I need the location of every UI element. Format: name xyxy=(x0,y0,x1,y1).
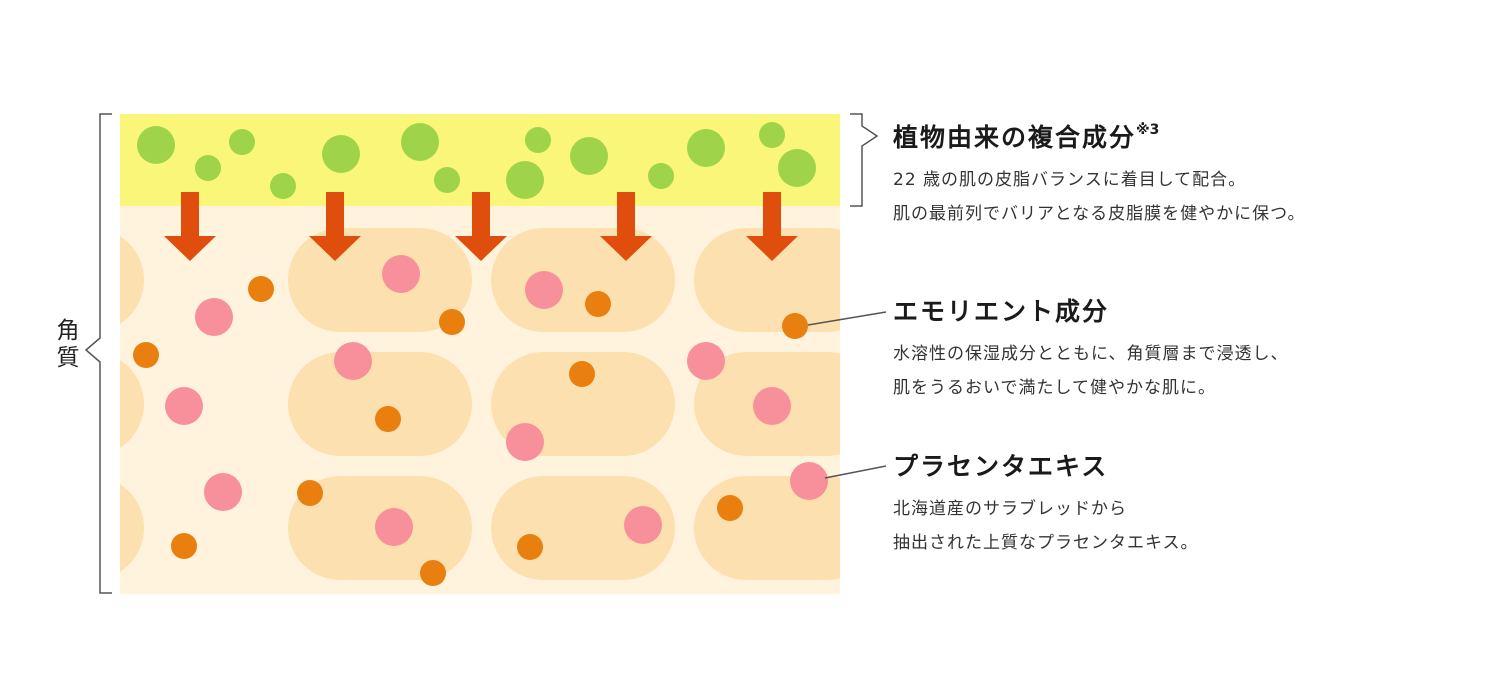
placenta-section: プラセンタエキス 北海道産のサラブレッドから抽出された上質なプラセンタエキス。 xyxy=(893,452,1199,560)
pink-dot-group xyxy=(165,255,828,546)
orange-dot xyxy=(171,533,197,559)
pink-dot xyxy=(506,423,544,461)
orange-dot xyxy=(717,495,743,521)
green-dot xyxy=(434,167,460,193)
down-arrow-icon xyxy=(164,192,216,261)
skin-cell xyxy=(694,476,840,580)
green-dot xyxy=(525,127,551,153)
green-dot xyxy=(506,161,544,199)
orange-dot xyxy=(517,534,543,560)
pink-dot xyxy=(165,387,203,425)
stratum-label: 角質 xyxy=(52,318,78,372)
placenta-line-1: 北海道産のサラブレッドから xyxy=(893,499,1127,519)
orange-dot xyxy=(420,560,446,586)
down-arrow-icon xyxy=(746,192,798,261)
down-arrow-icon xyxy=(600,192,652,261)
orange-dot xyxy=(297,480,323,506)
pink-dot xyxy=(687,342,725,380)
orange-dot xyxy=(439,309,465,335)
pink-dot xyxy=(195,298,233,336)
arrow-group xyxy=(164,192,798,261)
green-dot xyxy=(195,155,221,181)
green-dot xyxy=(229,129,255,155)
stratum-bracket xyxy=(84,113,112,594)
green-dot xyxy=(322,135,360,173)
placenta-line-2: 抽出された上質なプラセンタエキス。 xyxy=(893,533,1199,553)
pink-dot xyxy=(375,508,413,546)
skin-cell xyxy=(491,228,675,332)
plant-component-description: 22 歳の肌の皮脂バランスに着目して配合。肌の最前列でバリアとなる皮脂膜を健やか… xyxy=(893,163,1305,231)
plant-component-section: 植物由来の複合成分※3 22 歳の肌の皮脂バランスに着目して配合。肌の最前列でバ… xyxy=(893,115,1305,231)
orange-dot xyxy=(133,342,159,368)
green-dot xyxy=(570,137,608,175)
plant-component-line-1: 22 歳の肌の皮脂バランスに着目して配合。 xyxy=(893,170,1247,190)
pink-dot xyxy=(334,342,372,380)
placenta-title: プラセンタエキス xyxy=(893,452,1109,481)
orange-dot xyxy=(569,361,595,387)
emollient-leader-line xyxy=(807,311,887,326)
pink-dot xyxy=(525,271,563,309)
plant-component-line-2: 肌の最前列でバリアとなる皮脂膜を健やかに保つ。 xyxy=(893,204,1306,224)
skin-cell xyxy=(120,484,144,572)
pink-dot xyxy=(204,473,242,511)
placenta-leader-line xyxy=(824,465,887,479)
orange-dot xyxy=(375,406,401,432)
placenta-description: 北海道産のサラブレッドから抽出された上質なプラセンタエキス。 xyxy=(893,492,1199,560)
emollient-description: 水溶性の保湿成分とともに、角質層まで浸透し、肌をうるおいで満たして健やかな肌に。 xyxy=(893,337,1289,405)
down-arrow-icon xyxy=(309,192,361,261)
green-dot xyxy=(137,126,175,164)
pink-dot xyxy=(790,462,828,500)
pink-dot xyxy=(382,255,420,293)
green-dot xyxy=(401,123,439,161)
emollient-line-1: 水溶性の保湿成分とともに、角質層まで浸透し、 xyxy=(893,344,1289,364)
green-dot xyxy=(270,173,296,199)
plant-component-title: 植物由来の複合成分※3 xyxy=(893,115,1305,153)
footnote-mark: ※3 xyxy=(1136,122,1160,138)
orange-dot xyxy=(585,291,611,317)
emollient-title: エモリエント成分 xyxy=(893,297,1110,326)
orange-dot xyxy=(782,313,808,339)
green-dot xyxy=(648,163,674,189)
green-dot xyxy=(759,122,785,148)
emollient-section: エモリエント成分 水溶性の保湿成分とともに、角質層まで浸透し、肌をうるおいで満た… xyxy=(893,297,1289,405)
orange-dot xyxy=(248,276,274,302)
plant-component-title-text: 植物由来の複合成分 xyxy=(893,123,1137,152)
green-dot xyxy=(778,149,816,187)
orange-dot-group xyxy=(133,276,808,586)
pink-dot xyxy=(753,387,791,425)
down-arrow-icon xyxy=(455,192,507,261)
skin-cell xyxy=(120,360,144,448)
green-dot xyxy=(687,129,725,167)
skin-cell xyxy=(120,236,144,324)
skin-cell xyxy=(288,352,472,456)
skin-cell xyxy=(694,228,840,332)
plant-layer-bracket xyxy=(850,113,879,207)
cell-group xyxy=(120,228,840,580)
green-dot-group xyxy=(137,122,816,199)
emollient-line-2: 肌をうるおいで満たして健やかな肌に。 xyxy=(893,378,1216,398)
pink-dot xyxy=(624,506,662,544)
